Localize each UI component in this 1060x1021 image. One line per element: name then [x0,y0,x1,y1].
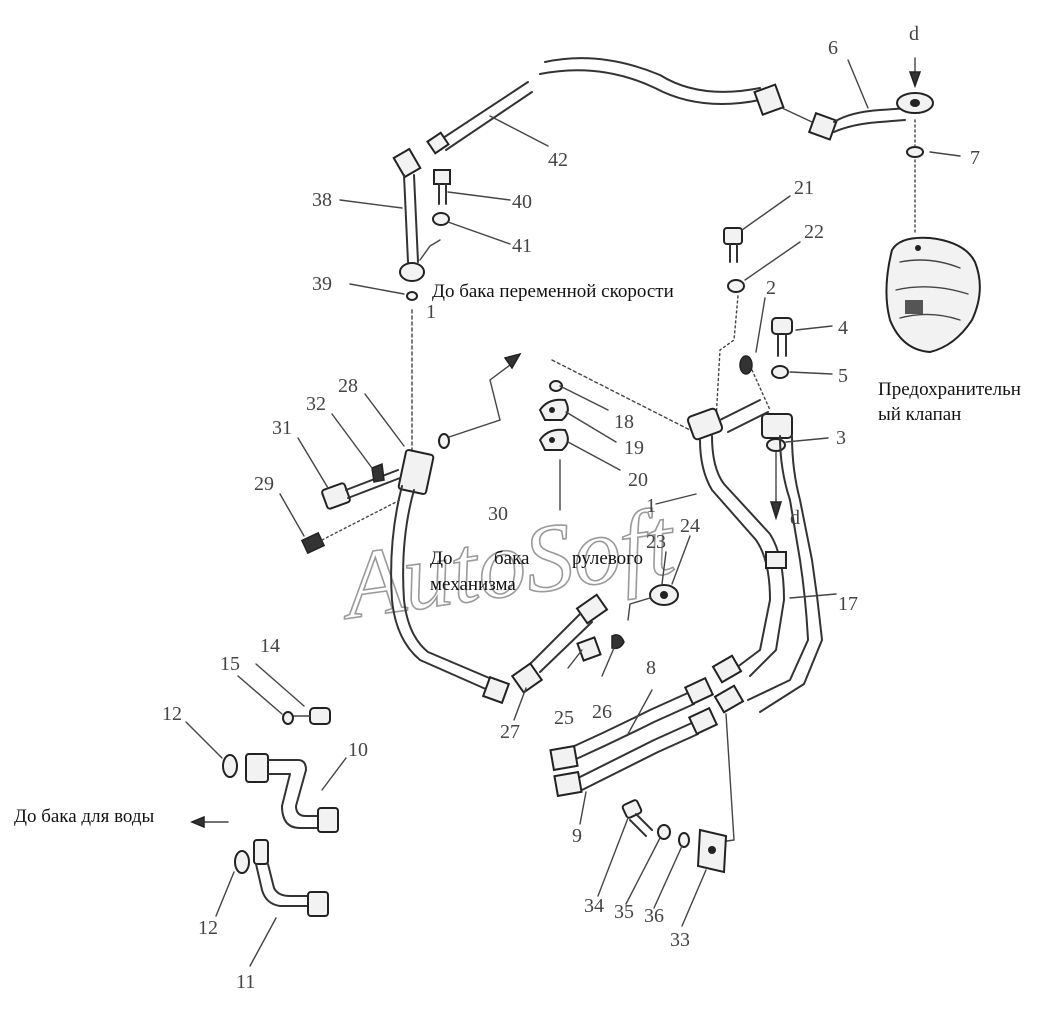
water-tank-pipes [190,707,339,917]
label-41: 41 [512,235,532,257]
captions: До бака переменной скорости Предохраните… [14,281,1021,827]
label-d-top: d [909,23,919,45]
caption-steering-tank-word2: бака [494,548,530,569]
label-5: 5 [838,365,848,387]
label-6: 6 [828,37,838,59]
central-tube-bundle [686,399,823,714]
label-28: 28 [338,375,358,397]
label-23: 23 [646,531,666,553]
label-1-small: 1 [426,301,436,323]
label-4: 4 [838,317,848,339]
caption-variable-speed-tank: До бака переменной скорости [432,281,674,302]
label-39: 39 [312,273,332,295]
label-25: 25 [554,707,574,729]
label-31: 31 [272,417,292,439]
hoses-8-9 [549,676,735,843]
label-1: 1 [646,495,656,517]
label-3: 3 [836,427,846,449]
label-22: 22 [804,221,824,243]
label-30: 30 [488,503,508,525]
label-20: 20 [628,469,648,491]
label-32: 32 [306,393,326,415]
caption-water-tank: До бака для воды [14,806,155,827]
label-29: 29 [254,473,274,495]
label-12-top: 12 [162,703,182,725]
label-34: 34 [584,895,604,917]
label-11: 11 [236,971,255,993]
bracket-33 [621,799,728,874]
label-24: 24 [680,515,700,537]
label-15: 15 [220,653,240,675]
label-7: 7 [970,147,980,169]
caption-safety-valve-line1: Предохранительн [878,379,1021,400]
left-loop-pipe [300,449,511,705]
caption-steering-tank-line2: механизма [430,574,516,595]
steering-line-parts [510,584,679,694]
label-19: 19 [624,437,644,459]
label-35: 35 [614,901,634,923]
safety-valve [885,236,981,354]
label-2: 2 [766,277,776,299]
label-17: 17 [838,593,858,615]
label-33: 33 [670,929,690,951]
center-fittings [438,227,745,511]
label-14: 14 [260,635,280,657]
label-26: 26 [592,701,612,723]
left-vertical-pipe [392,147,451,451]
label-27: 27 [500,721,520,743]
caption-steering-tank-word3: рулевого [572,548,643,569]
label-38: 38 [312,189,332,211]
label-36: 36 [644,905,664,927]
label-21: 21 [794,177,814,199]
right-fittings [739,317,793,521]
caption-steering-tank-word1: До [430,548,452,569]
part-number-labels: d 6 7 42 38 40 41 39 1 21 22 2 4 5 3 d 2… [162,23,980,993]
label-9: 9 [572,825,582,847]
upper-return-hose [426,57,934,236]
label-18: 18 [614,411,634,433]
label-10: 10 [348,739,368,761]
label-42: 42 [548,149,568,171]
caption-safety-valve-line2: ый клапан [878,404,961,425]
label-8: 8 [646,657,656,679]
label-d-mid: d [790,507,800,529]
leader-lines [185,59,961,967]
label-12-bottom: 12 [198,917,218,939]
label-40: 40 [512,191,532,213]
